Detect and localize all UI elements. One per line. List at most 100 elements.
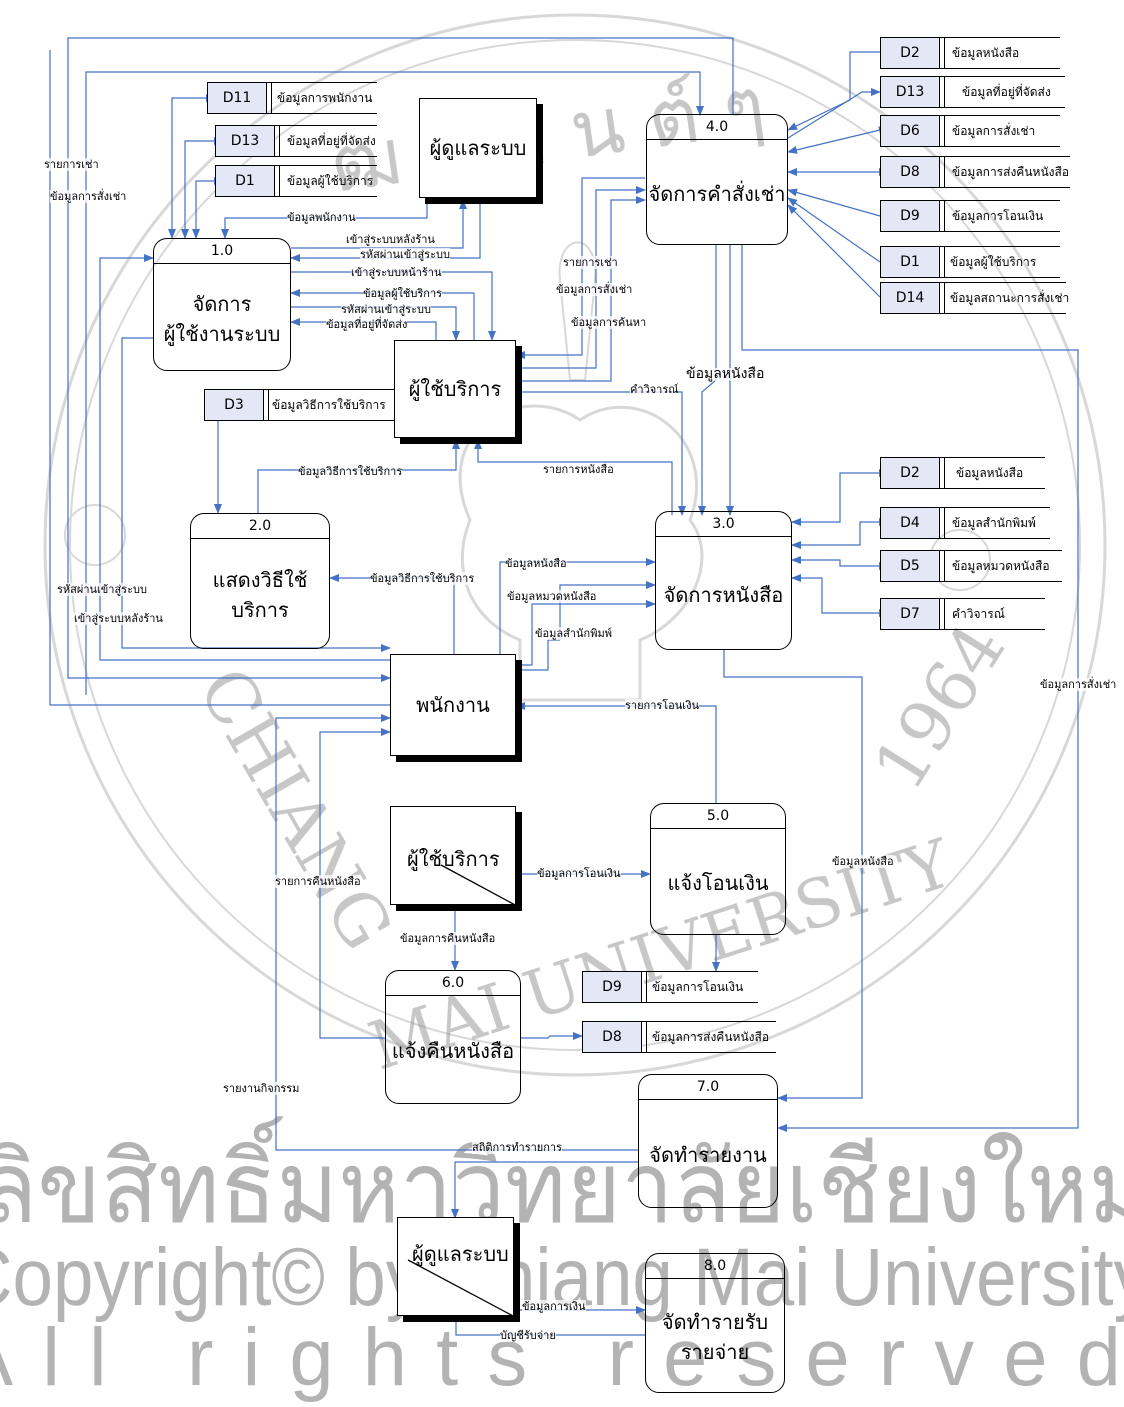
process-7-0[interactable]: 7.0 จัดทำรายงาน — [638, 1074, 778, 1208]
store-name: ข้อมูลการสั่งเช่า — [952, 123, 1036, 138]
process-3-0[interactable]: 3.0 จัดการหนังสือ — [655, 511, 792, 650]
flow-label: ข้อมูลวิธีการใช้บริการ — [298, 465, 403, 478]
flow-line — [168, 94, 216, 239]
store-id: D13 — [880, 77, 945, 107]
flow-label: ข้อมูลการคืนหนังสือ — [400, 932, 496, 945]
entity-admin[interactable]: ผู้ดูแลระบบ — [419, 98, 537, 198]
flow-label: สถิติการทำรายการ — [472, 1141, 562, 1154]
flow-label: ข้อมูลหนังสือ — [832, 855, 894, 868]
store-name: ข้อมูลการโอนเงิน — [652, 979, 744, 994]
flow-line — [49, 50, 390, 706]
store-name: ข้อมูลหนังสือ — [952, 45, 1020, 60]
store-d9-bottom[interactable]: D9 ข้อมูลการโอนเงิน — [582, 971, 758, 1003]
process-name: จัดการ ผู้ใช้งานระบบ — [163, 291, 281, 346]
seal-torch — [558, 241, 597, 381]
store-d6[interactable]: D6 ข้อมูลการสั่งเช่า — [880, 115, 1060, 147]
store-d8-bottom[interactable]: D8 ข้อมูลการส่งคืนหนังสือ — [582, 1021, 776, 1053]
store-name: ข้อมูลหมวดหนังสือ — [952, 558, 1050, 573]
store-id: D1 — [880, 247, 945, 277]
process-name: แจ้งคืนหนังสือ — [391, 1039, 515, 1063]
seal-inner-ring — [69, 39, 1081, 1051]
store-d13-right[interactable]: D13 ข้อมูลที่อยู่ที่จัดส่ง — [880, 76, 1065, 108]
store-d7[interactable]: D7 คำวิจารณ์ — [880, 598, 1045, 630]
store-id: D13 — [215, 126, 280, 156]
flow-label: รหัสผ่านเข้าสู่ระบบ — [57, 583, 147, 596]
process-number: 5.0 — [651, 804, 785, 829]
store-id: D9 — [582, 972, 647, 1002]
store-name: ข้อมูลที่อยู่ที่จัดส่ง — [962, 84, 1051, 99]
store-name: ข้อมูลการโอนเงิน — [952, 208, 1044, 223]
flow-label: ข้อมูลการโอนเงิน — [537, 867, 621, 880]
entity-customer-duplicate[interactable]: ผู้ใช้บริการ — [390, 806, 516, 905]
store-name: ข้อมูลการส่งคืนหนังสือ — [952, 164, 1070, 179]
store-d5[interactable]: D5 ข้อมูลหมวดหนังสือ — [880, 550, 1062, 582]
process-2-0[interactable]: 2.0 แสดงวิธีใช้บริการ — [190, 513, 330, 649]
process-6-0[interactable]: 6.0 แจ้งคืนหนังสือ — [385, 970, 521, 1104]
store-id: D6 — [880, 116, 945, 146]
process-number: 1.0 — [154, 239, 290, 264]
store-d1-right[interactable]: D1 ข้อมูลผู้ใช้บริการ — [880, 246, 1060, 278]
process-4-0[interactable]: 4.0 จัดการคำสั่งเช่า — [646, 114, 788, 245]
entity-customer[interactable]: ผู้ใช้บริการ — [394, 340, 516, 438]
flow-label: ข้อมูลผู้ใช้บริการ — [363, 287, 443, 300]
flow-line — [787, 204, 881, 298]
process-name: จัดทำรายรับ รายจ่าย — [661, 1310, 769, 1364]
entity-admin-duplicate[interactable]: ผู้ดูแลระบบ — [397, 1217, 514, 1316]
store-d8-right[interactable]: D8 ข้อมูลการส่งคืนหนังสือ — [880, 156, 1070, 188]
process-1-0[interactable]: 1.0 จัดการ ผู้ใช้งานระบบ — [153, 238, 291, 371]
flow-line — [329, 574, 455, 655]
flow-line — [791, 574, 889, 617]
entity-staff[interactable]: พนักงาน — [390, 654, 516, 756]
flow-line — [451, 1161, 638, 1219]
flow-line — [698, 245, 717, 516]
store-id: D2 — [880, 38, 945, 68]
entity-label: ผู้ใช้บริการ — [408, 377, 502, 401]
store-id: D1 — [215, 166, 280, 196]
store-d11[interactable]: D11 ข้อมูลการพนักงาน — [207, 82, 377, 114]
store-name: คำวิจารณ์ — [952, 606, 1005, 621]
store-name: ข้อมูลการส่งคืนหนังสือ — [652, 1029, 770, 1044]
flow-line — [515, 702, 717, 803]
process-8-0[interactable]: 8.0 จัดทำรายรับ รายจ่าย — [645, 1253, 785, 1393]
flow-line — [787, 126, 889, 154]
flow-line — [474, 439, 673, 515]
flow-line — [791, 556, 889, 570]
store-id: D3 — [204, 390, 269, 420]
store-d1-left[interactable]: D1 ข้อมูลผู้ใช้บริการ — [215, 165, 377, 197]
seal-flower-left — [64, 504, 126, 566]
flow-label: ข้อมูลหนังสือ — [686, 366, 765, 382]
store-name: ข้อมูลสถานะการสั่งเช่า — [950, 290, 1070, 305]
flow-label: รายงานกิจกรรม — [223, 1082, 300, 1095]
flow-line — [559, 581, 656, 640]
flow-label: รหัสผ่านเข้าสู่ระบบ — [360, 248, 450, 261]
store-d13-left[interactable]: D13 ข้อมูลที่อยู่ที่จัดส่ง — [215, 125, 377, 157]
store-id: D4 — [880, 508, 945, 538]
duplicate-mark — [407, 1259, 513, 1315]
store-d14[interactable]: D14 ข้อมูลสถานะการสั่งเช่า — [880, 282, 1070, 314]
store-d9-right[interactable]: D9 ข้อมูลการโอนเงิน — [880, 200, 1060, 232]
flow-line — [516, 186, 646, 369]
store-d4[interactable]: D4 ข้อมูลสำนักพิมพ์ — [880, 507, 1050, 539]
flow-label: ข้อมูลการสั่งเช่า — [50, 190, 127, 203]
flow-line — [499, 558, 656, 661]
flow-label: บัญชีรับจ่าย — [500, 1329, 556, 1342]
flow-label: รายการหนังสือ — [543, 463, 614, 476]
process-number: 3.0 — [656, 512, 791, 537]
flow-label: รายการเช่า — [563, 256, 618, 269]
flow-line — [290, 289, 475, 340]
process-number: 8.0 — [646, 1254, 784, 1279]
store-name: ข้อมูลวิธีการใช้บริการ — [272, 397, 386, 412]
entity-label: ผู้ใช้บริการ — [407, 847, 500, 871]
store-d3[interactable]: D3 ข้อมูลวิธีการใช้บริการ — [204, 389, 394, 421]
store-d2-top[interactable]: D2 ข้อมูลหนังสือ — [880, 37, 1060, 69]
process-name: จัดทำรายงาน — [649, 1143, 767, 1167]
flow-label: รายการคืนหนังสือ — [275, 875, 361, 888]
flow-label: รายการโอนเงิน — [625, 699, 699, 712]
process-name: จัดการคำสั่งเช่า — [648, 181, 786, 206]
flow-label: เข้าสู่ระบบหลังร้าน — [346, 233, 435, 246]
store-d2-mid[interactable]: D2 ข้อมูลหนังสือ — [880, 457, 1045, 489]
process-number: 4.0 — [647, 115, 787, 140]
store-name: ข้อมูลที่อยู่ที่จัดส่ง — [287, 133, 376, 148]
process-5-0[interactable]: 5.0 แจ้งโอนเงิน — [650, 803, 786, 935]
